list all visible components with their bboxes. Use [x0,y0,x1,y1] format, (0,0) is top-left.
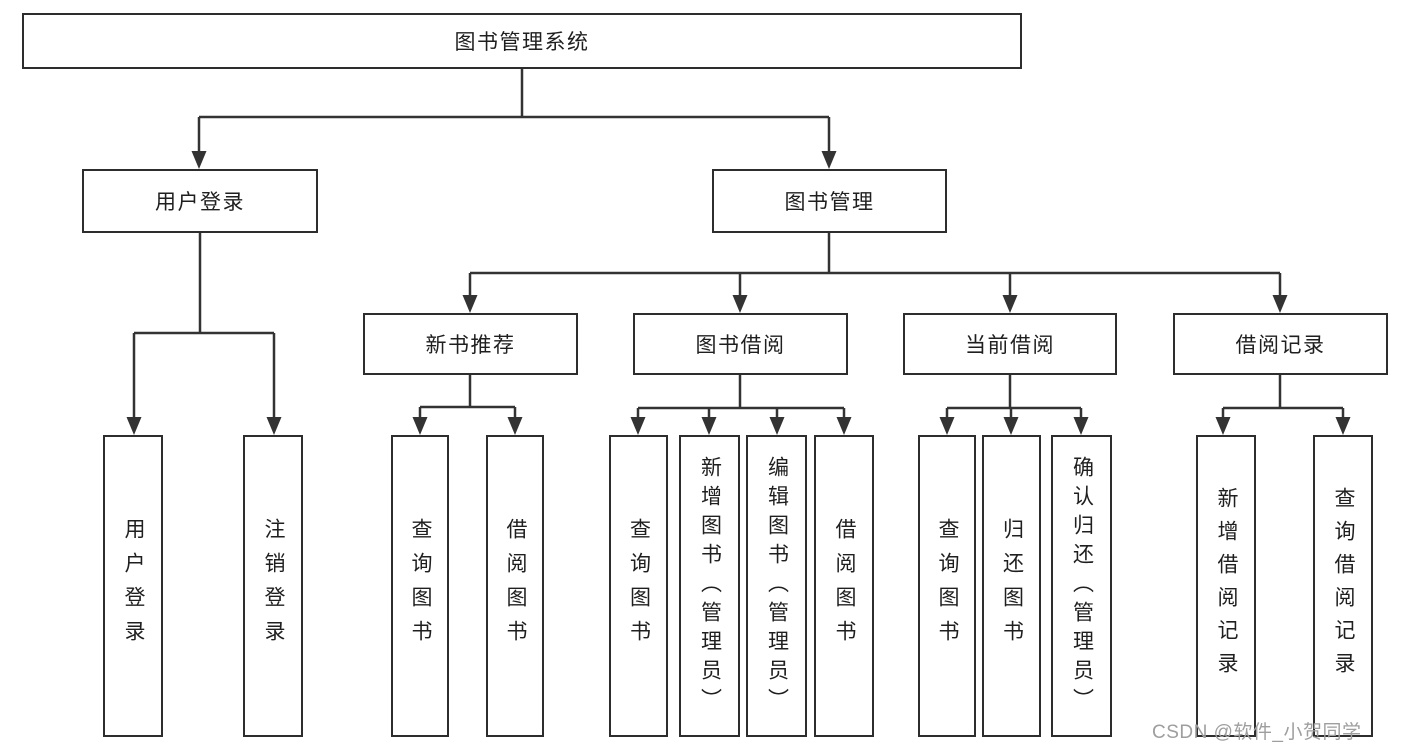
leaf-add-books-admin: 新增图书（管理员） [679,435,740,737]
node-user-login-label: 用户登录 [155,191,245,214]
leaf-confirm-return-admin: 确认归还（管理员） [1051,435,1112,737]
node-current-borrow: 当前借阅 [903,313,1117,375]
csdn-watermark: CSDN @软件_小贺同学 [1152,722,1362,743]
leaf-user-login-label: 用户登录 [122,518,145,654]
leaf-query-books-current-label: 查询图书 [936,518,959,654]
leaf-borrow-books-recommend-label: 借阅图书 [504,518,527,654]
leaf-query-books-borrow-label: 查询图书 [627,518,651,654]
arrowheads [126,151,1351,435]
leaf-confirm-return-admin-label: 确认归还（管理员） [1070,455,1094,717]
leaf-edit-books-admin: 编辑图书（管理员） [746,435,807,737]
leaf-logout-label: 注销登录 [262,518,285,654]
leaf-query-books-recommend: 查询图书 [391,435,449,737]
node-user-login: 用户登录 [82,169,318,233]
leaf-query-books-borrow: 查询图书 [609,435,668,737]
leaf-logout: 注销登录 [243,435,303,737]
node-book-management-label: 图书管理 [784,191,875,214]
leaf-borrow-books-recommend: 借阅图书 [486,435,544,737]
node-system-root-label: 图书管理系统 [454,31,590,54]
leaf-return-books: 归还图书 [982,435,1041,737]
node-new-book-recommend: 新书推荐 [363,313,578,375]
leaf-borrow-books: 借阅图书 [814,435,874,737]
node-book-borrow-label: 图书借阅 [695,334,786,357]
node-book-management: 图书管理 [712,169,947,233]
leaf-query-books-recommend-label: 查询图书 [409,518,432,654]
leaf-user-login: 用户登录 [103,435,163,737]
leaf-add-borrow-record-label: 新增借阅记录 [1215,487,1238,685]
leaf-borrow-books-label: 借阅图书 [833,518,856,654]
leaf-add-books-admin-label: 新增图书（管理员） [698,455,722,717]
node-current-borrow-label: 当前借阅 [965,334,1055,357]
node-new-book-recommend-label: 新书推荐 [425,334,516,357]
leaf-add-borrow-record: 新增借阅记录 [1196,435,1256,737]
node-book-borrow: 图书借阅 [633,313,848,375]
leaf-query-books-current: 查询图书 [918,435,976,737]
node-borrow-records-label: 借阅记录 [1235,334,1326,357]
leaf-query-borrow-record: 查询借阅记录 [1313,435,1373,737]
leaf-return-books-label: 归还图书 [1000,518,1024,654]
node-borrow-records: 借阅记录 [1173,313,1388,375]
leaf-query-borrow-record-label: 查询借阅记录 [1332,487,1355,685]
node-system-root: 图书管理系统 [22,13,1022,69]
leaf-edit-books-admin-label: 编辑图书（管理员） [765,455,789,717]
